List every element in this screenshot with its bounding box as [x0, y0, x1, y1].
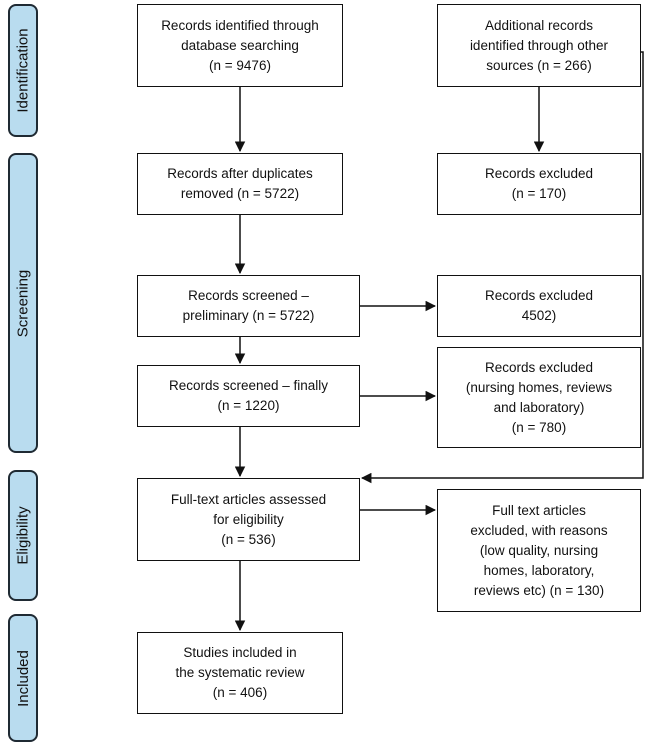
stage-identification: Identification	[8, 4, 38, 137]
stage-eligibility-label: Eligibility	[14, 506, 32, 565]
box-screened-finally: Records screened – finally(n = 1220)	[137, 365, 360, 427]
stage-included-label: Included	[14, 649, 32, 707]
stage-eligibility: Eligibility	[8, 470, 38, 601]
stage-screening: Screening	[8, 153, 38, 453]
stage-included: Included	[8, 614, 38, 742]
box-excluded-170: Records excluded(n = 170)	[437, 153, 641, 215]
stage-identification-label: Identification	[14, 28, 32, 113]
stage-screening-label: Screening	[14, 269, 32, 337]
box-screened-preliminary: Records screened –preliminary (n = 5722)	[137, 275, 360, 337]
